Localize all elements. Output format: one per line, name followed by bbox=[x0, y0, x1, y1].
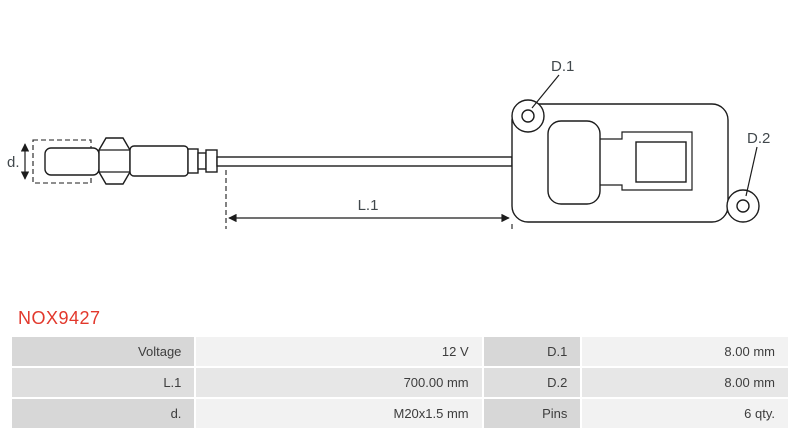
dimension-d2: D.2 bbox=[745, 130, 770, 197]
spec-value-d2: 8.00 mm bbox=[582, 368, 788, 397]
dimension-l1-label: L.1 bbox=[358, 197, 379, 214]
sensor-probe bbox=[44, 137, 218, 185]
connector-plug-outline bbox=[600, 131, 693, 191]
probe-tip bbox=[44, 147, 100, 176]
spec-label-voltage: Voltage bbox=[12, 337, 195, 366]
table-row: Voltage 12 V D.1 8.00 mm bbox=[12, 337, 788, 366]
spec-value-d: M20x1.5 mm bbox=[196, 399, 482, 428]
dimension-d-label: d. bbox=[7, 154, 20, 171]
sensor-control-unit bbox=[511, 99, 760, 223]
spec-label-d1: D.1 bbox=[483, 337, 581, 366]
spec-label-d: d. bbox=[12, 399, 195, 428]
dimension-d2-leader bbox=[745, 146, 758, 197]
table-row: d. M20x1.5 mm Pins 6 qty. bbox=[12, 399, 788, 428]
hex-nut bbox=[98, 137, 131, 185]
strain-relief-ring bbox=[197, 152, 207, 170]
dimension-d1: D.1 bbox=[531, 58, 574, 109]
spec-table: Voltage 12 V D.1 8.00 mm L.1 700.00 mm D… bbox=[10, 335, 790, 430]
connector-plug-socket bbox=[635, 141, 687, 183]
spec-label-d2: D.2 bbox=[483, 368, 581, 397]
dimension-d: d. bbox=[7, 139, 92, 184]
dimension-l1: L.1 bbox=[225, 170, 513, 229]
technical-drawing: d. L.1 bbox=[7, 58, 770, 229]
dimension-d1-label: D.1 bbox=[551, 58, 574, 75]
strain-relief-ring bbox=[187, 148, 199, 174]
mounting-hole-bottom bbox=[736, 199, 750, 213]
connector-base bbox=[547, 120, 601, 205]
spec-label-l1: L.1 bbox=[12, 368, 195, 397]
sensor-body bbox=[129, 145, 189, 177]
mounting-hole-top bbox=[521, 109, 535, 123]
dimension-d1-leader bbox=[531, 74, 560, 109]
part-number: NOX9427 bbox=[18, 308, 101, 328]
dimension-d2-label: D.2 bbox=[747, 130, 770, 147]
diameter-reference-box bbox=[32, 139, 92, 184]
spec-value-pins: 6 qty. bbox=[582, 399, 788, 428]
spec-value-voltage: 12 V bbox=[196, 337, 482, 366]
table-row: L.1 700.00 mm D.2 8.00 mm bbox=[12, 368, 788, 397]
cable bbox=[216, 156, 513, 167]
spec-label-pins: Pins bbox=[483, 399, 581, 428]
spec-value-d1: 8.00 mm bbox=[582, 337, 788, 366]
spec-value-l1: 700.00 mm bbox=[196, 368, 482, 397]
strain-relief-ring bbox=[205, 149, 218, 173]
control-unit-housing bbox=[511, 103, 729, 223]
